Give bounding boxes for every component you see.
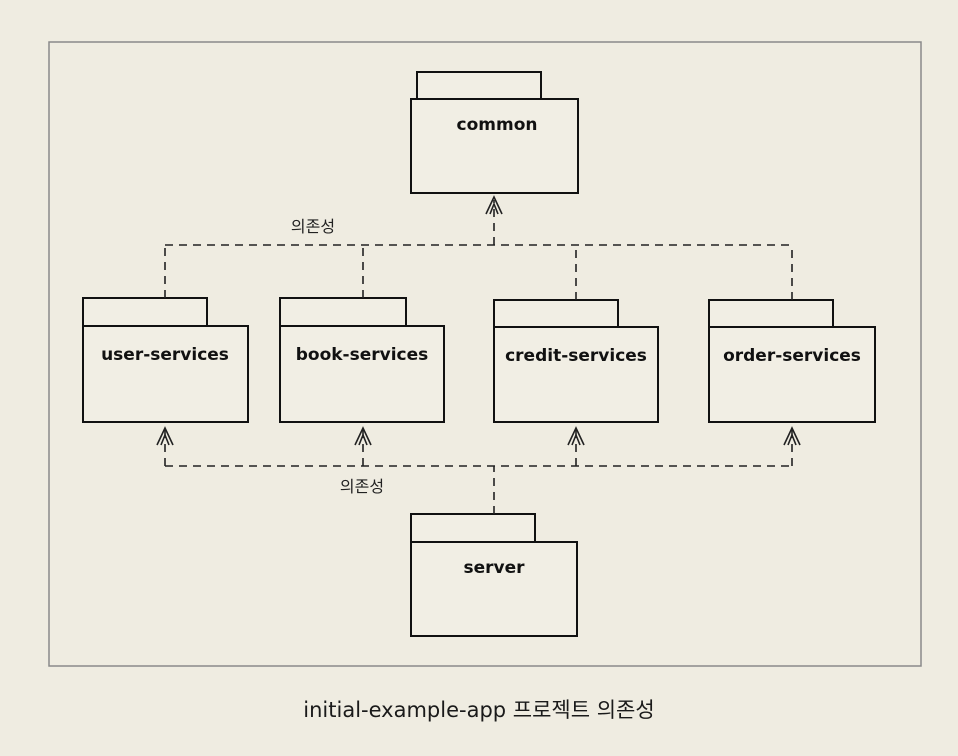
- open-arrowhead-icon: [485, 195, 503, 215]
- open-arrowhead-icon: [783, 426, 801, 446]
- package-tab: [708, 299, 834, 328]
- package-common: common: [410, 71, 579, 194]
- package-label-server: server: [463, 558, 525, 578]
- package-body: [493, 326, 659, 423]
- package-label-user-services: user-services: [101, 345, 229, 365]
- open-arrowhead-icon: [567, 426, 585, 446]
- package-tab: [279, 297, 407, 327]
- package-tab: [82, 297, 208, 327]
- package-user-services: user-services: [82, 297, 249, 423]
- package-order-services: order-services: [708, 299, 876, 423]
- package-body: [82, 325, 249, 423]
- package-body: [410, 98, 579, 194]
- package-label-order-services: order-services: [723, 346, 861, 366]
- package-credit-services: credit-services: [493, 299, 659, 423]
- open-arrowhead-icon: [354, 426, 372, 446]
- package-label-common: common: [457, 115, 538, 135]
- package-body: [279, 325, 445, 423]
- package-book-services: book-services: [279, 297, 445, 423]
- package-label-book-services: book-services: [296, 345, 429, 365]
- package-tab: [493, 299, 619, 328]
- figure-caption: initial-example-app 프로젝트 의존성: [303, 698, 654, 722]
- package-label-credit-services: credit-services: [505, 346, 647, 366]
- package-body: [708, 326, 876, 423]
- package-body: [410, 541, 578, 637]
- package-server: server: [410, 513, 578, 637]
- package-tab: [416, 71, 542, 100]
- diagram-frame: [48, 41, 922, 667]
- dependency-label-top: 의존성: [291, 217, 335, 236]
- dependency-edges-from-server: [156, 426, 801, 514]
- dependency-edges-to-common: [164, 195, 793, 300]
- open-arrowhead-icon: [156, 426, 174, 446]
- dependency-label-bottom: 의존성: [340, 477, 384, 496]
- package-tab: [410, 513, 536, 543]
